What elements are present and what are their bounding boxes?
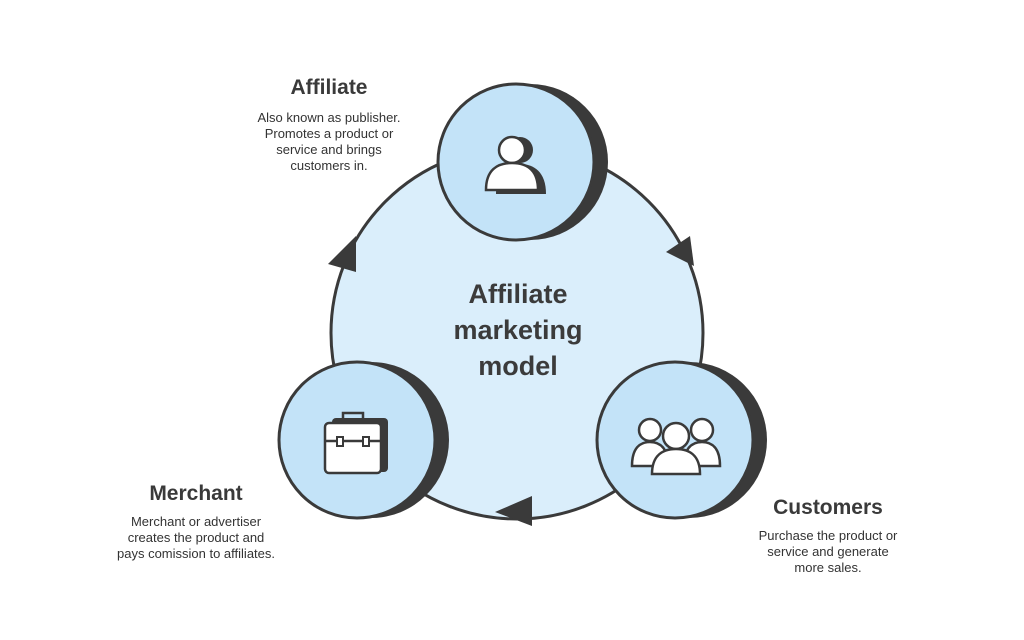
group-icon <box>630 417 722 476</box>
customers-description-line: service and generate <box>767 544 889 559</box>
affiliate-description-line: Also known as publisher. <box>257 110 401 125</box>
merchant-description-line: Merchant or advertiser <box>130 514 262 529</box>
customers-description-line: Purchase the product or <box>758 528 898 543</box>
customers-description-line: more sales. <box>794 560 862 575</box>
node-affiliate <box>436 82 608 242</box>
merchant-heading: Merchant <box>149 482 243 505</box>
affiliate-heading: Affiliate <box>290 76 368 99</box>
arrow-merchant-to-affiliate <box>328 236 356 272</box>
diagram-title-line-2: marketing <box>453 315 583 345</box>
merchant-description-line: pays comission to affiliates. <box>117 546 275 561</box>
affiliate-description-line: customers in. <box>290 158 368 173</box>
diagram-title: Affiliate marketing model <box>408 276 628 384</box>
diagram-title-line-1: Affiliate <box>468 279 568 309</box>
merchant-description-line: creates the product and <box>127 530 265 545</box>
customers-heading: Customers <box>773 496 883 519</box>
briefcase-icon <box>323 411 388 475</box>
arrow-customers-to-merchant <box>495 496 532 526</box>
affiliate-description: Also known as publisher. Promotes a prod… <box>234 110 424 174</box>
customers-description: Purchase the product or service and gene… <box>733 528 923 576</box>
diagram-title-line-3: model <box>478 351 558 381</box>
affiliate-description-line: Promotes a product or <box>264 126 394 141</box>
node-merchant <box>277 360 449 520</box>
node-customers <box>595 360 767 520</box>
affiliate-description-line: service and brings <box>276 142 382 157</box>
arrow-affiliate-to-customers <box>666 236 694 266</box>
merchant-description: Merchant or advertiser creates the produ… <box>96 514 296 562</box>
person-icon <box>484 135 546 194</box>
